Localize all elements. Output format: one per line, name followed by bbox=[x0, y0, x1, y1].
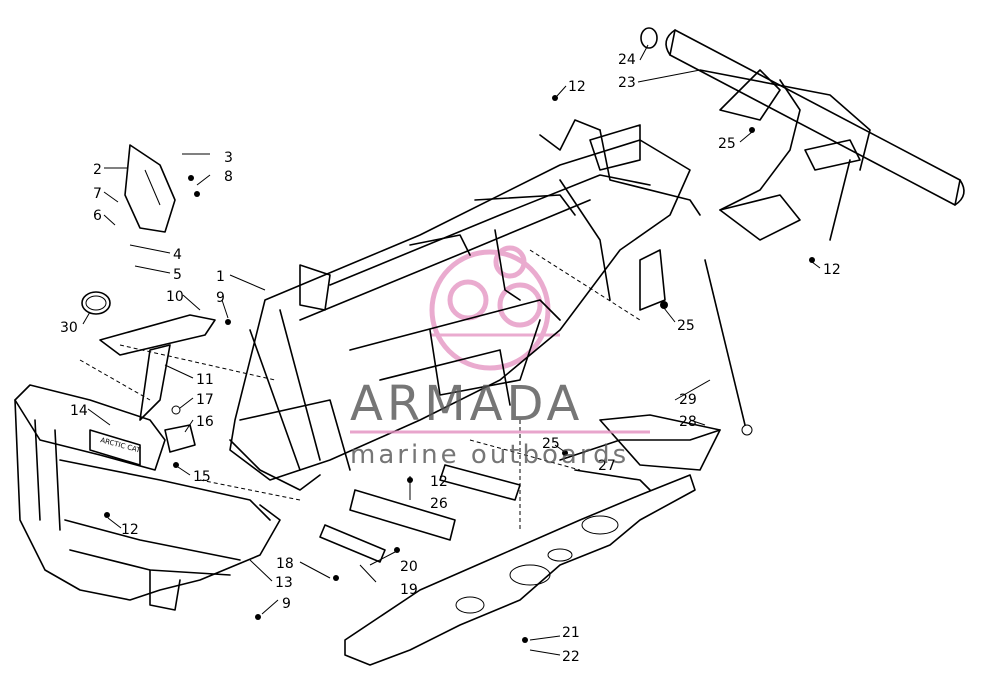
callout-2: 2 bbox=[93, 162, 102, 178]
callout-25-rack: 25 bbox=[718, 136, 736, 152]
watermark-brand: ARMADA bbox=[350, 376, 583, 432]
placement-guides bbox=[79, 249, 641, 530]
callout-27: 27 bbox=[598, 458, 616, 474]
skid-plate bbox=[344, 474, 696, 666]
callout-19: 19 bbox=[400, 582, 418, 598]
callout-17: 17 bbox=[196, 392, 214, 408]
callout-10: 10 bbox=[166, 289, 184, 305]
panel bbox=[349, 464, 521, 541]
callout-23: 23 bbox=[618, 75, 636, 91]
footrest bbox=[559, 414, 721, 491]
callout-3: 3 bbox=[224, 150, 233, 166]
callouts: 1 2 3 4 5 6 7 8 9 9 10 11 12 12 12 12 13… bbox=[60, 52, 841, 665]
callout-25-footrest: 25 bbox=[542, 436, 560, 452]
watermark: ARMADA marine outboards bbox=[350, 376, 650, 470]
callout-18: 18 bbox=[276, 556, 294, 572]
rear-rack bbox=[640, 27, 965, 241]
callout-22: 22 bbox=[562, 649, 580, 665]
main-frame bbox=[229, 119, 701, 491]
callout-12-bumper: 12 bbox=[121, 522, 139, 538]
callout-12-rack: 12 bbox=[823, 262, 841, 278]
watermark-logo bbox=[429, 245, 560, 371]
leader-lines bbox=[82, 44, 821, 656]
callout-6: 6 bbox=[93, 208, 102, 224]
hardware bbox=[104, 95, 815, 643]
callout-11: 11 bbox=[196, 372, 214, 388]
callout-26: 26 bbox=[430, 496, 448, 512]
callout-20: 20 bbox=[400, 559, 418, 575]
callout-5: 5 bbox=[173, 267, 182, 283]
callout-16: 16 bbox=[196, 414, 214, 430]
callout-12-top: 12 bbox=[568, 79, 586, 95]
callout-14: 14 bbox=[70, 403, 88, 419]
headlight-cover bbox=[124, 144, 176, 233]
watermark-tagline: marine outboards bbox=[350, 440, 629, 470]
callout-29: 29 bbox=[679, 392, 697, 408]
callout-4: 4 bbox=[173, 247, 182, 263]
callout-30: 30 bbox=[60, 320, 78, 336]
rod bbox=[704, 259, 753, 436]
callout-24: 24 bbox=[618, 52, 636, 68]
callout-25-frame: 25 bbox=[677, 318, 695, 334]
callout-12-mid: 12 bbox=[430, 474, 448, 490]
callout-7: 7 bbox=[93, 186, 102, 202]
clamp bbox=[81, 291, 111, 315]
strap bbox=[319, 524, 386, 563]
callout-28: 28 bbox=[679, 414, 697, 430]
callout-9-upper: 9 bbox=[216, 290, 225, 306]
small-bracket bbox=[164, 405, 196, 453]
callout-21: 21 bbox=[562, 625, 580, 641]
callout-13: 13 bbox=[275, 575, 293, 591]
callout-9-lower: 9 bbox=[282, 596, 291, 612]
front-bumper bbox=[14, 384, 281, 611]
callout-1: 1 bbox=[216, 269, 225, 285]
callout-8: 8 bbox=[224, 169, 233, 185]
callout-15: 15 bbox=[193, 469, 211, 485]
